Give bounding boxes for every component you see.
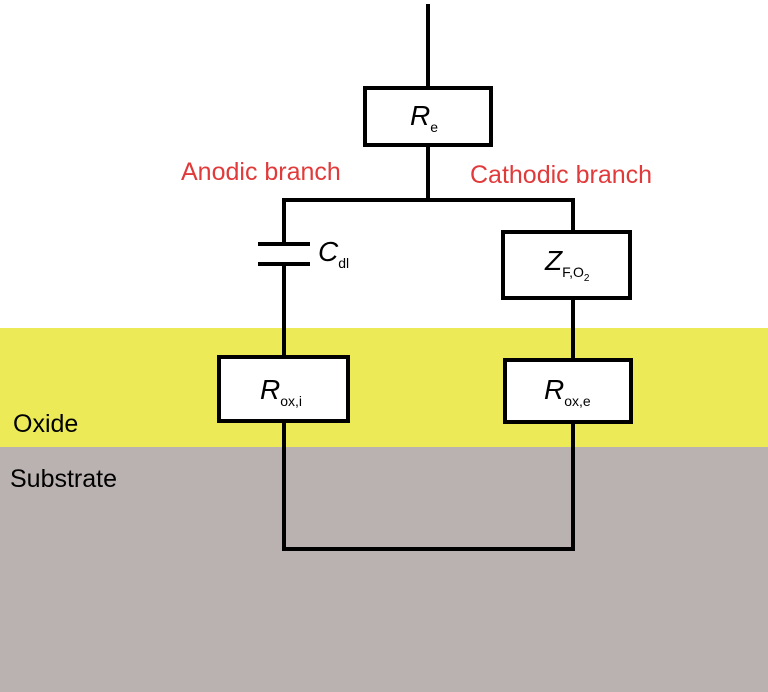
roxe-label: Rox,e <box>544 374 591 409</box>
oxide-layer <box>0 328 768 447</box>
re-symbol: R <box>410 100 431 131</box>
zf-impedance <box>501 230 632 300</box>
substrate-label: Substrate <box>10 465 118 493</box>
zf-subsubscript: 2 <box>583 273 590 284</box>
cdl-label: Cdl <box>318 236 349 271</box>
cathodic-branch-label: Cathodic branch <box>470 161 653 189</box>
substrate-layer <box>0 447 768 692</box>
re-label: Re <box>410 100 438 135</box>
cdl-subscript: dl <box>338 255 350 271</box>
zf-subscript: F,O2 <box>562 264 589 284</box>
roxe-subscript: ox,e <box>564 393 591 409</box>
cdl-symbol: C <box>318 236 339 267</box>
roxe-symbol: R <box>544 374 565 405</box>
zf-label: ZF,O2 <box>545 245 589 284</box>
re-subscript: e <box>430 119 439 135</box>
roxi-label: Rox,i <box>260 374 302 409</box>
oxide-label: Oxide <box>13 410 79 438</box>
zf-subscript-text: F,O <box>562 264 584 280</box>
anodic-branch-label: Anodic branch <box>181 158 341 186</box>
roxe-resistor <box>503 358 633 424</box>
zf-symbol: Z <box>545 245 563 276</box>
roxi-symbol: R <box>260 374 281 405</box>
roxi-subscript: ox,i <box>280 393 303 409</box>
